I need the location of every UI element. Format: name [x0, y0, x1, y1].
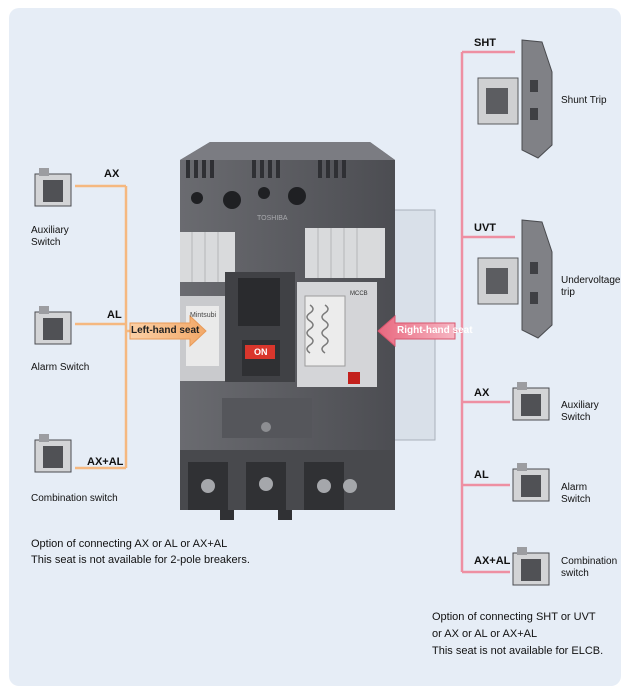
mccb-label: MCCB [350, 291, 368, 297]
left-seat-arrow [129, 314, 207, 348]
right-seat-arrow [377, 314, 456, 348]
left-name-ax-2: Switch [31, 237, 61, 248]
uvt-device [477, 219, 553, 339]
right-name-al-1: Alarm [561, 482, 588, 493]
left-code-axal: AX+AL [87, 456, 124, 468]
right-name-uvt-1: Undervoltage [561, 275, 621, 286]
left-seat-label: Left-hand seat [131, 325, 200, 336]
right-name-sht: Shunt Trip [561, 95, 607, 106]
right-note-line3: This seat is not available for ELCB. [432, 645, 604, 657]
shunt-trip-device [477, 39, 553, 159]
right-name-uvt-2: trip [561, 287, 575, 298]
switch-device-left-al [34, 306, 72, 345]
right-name-axal-2: switch [561, 568, 589, 579]
switch-device-right-axal [512, 547, 550, 586]
right-note-line1: Option of connecting SHT or UVT [432, 611, 596, 623]
switch-device-right-al [512, 463, 550, 502]
right-code-ax: AX [474, 387, 490, 399]
right-note-line2: or AX or AL or AX+AL [432, 628, 538, 640]
left-connector-lines [75, 184, 135, 470]
left-name-axal: Combination switch [31, 493, 118, 504]
right-code-uvt: UVT [474, 222, 496, 234]
brand-label: TOSHIBA [257, 215, 288, 222]
left-note-line1: Option of connecting AX or AL or AX+AL [31, 538, 228, 550]
left-code-al: AL [107, 309, 122, 321]
switch-device-left-ax [34, 168, 72, 207]
left-code-ax: AX [104, 168, 120, 180]
switch-device-right-ax [512, 382, 550, 421]
right-name-ax-1: Auxiliary [561, 400, 599, 411]
right-seat-label: Right-hand seat [397, 325, 473, 336]
right-code-axal: AX+AL [474, 555, 511, 567]
right-name-al-2: Switch [561, 494, 591, 505]
left-name-ax-1: Auxiliary [31, 225, 69, 236]
right-code-al: AL [474, 469, 489, 481]
right-name-ax-2: Switch [561, 412, 591, 423]
logo-text: Mintsubi [190, 312, 217, 319]
right-connector-lines [450, 50, 515, 574]
right-code-sht: SHT [474, 37, 496, 49]
right-name-axal-1: Combination [561, 556, 618, 567]
left-name-al: Alarm Switch [31, 362, 90, 373]
left-note-line2: This seat is not available for 2-pole br… [31, 554, 250, 566]
on-label: ON [254, 347, 268, 357]
switch-device-left-axal [34, 434, 72, 473]
